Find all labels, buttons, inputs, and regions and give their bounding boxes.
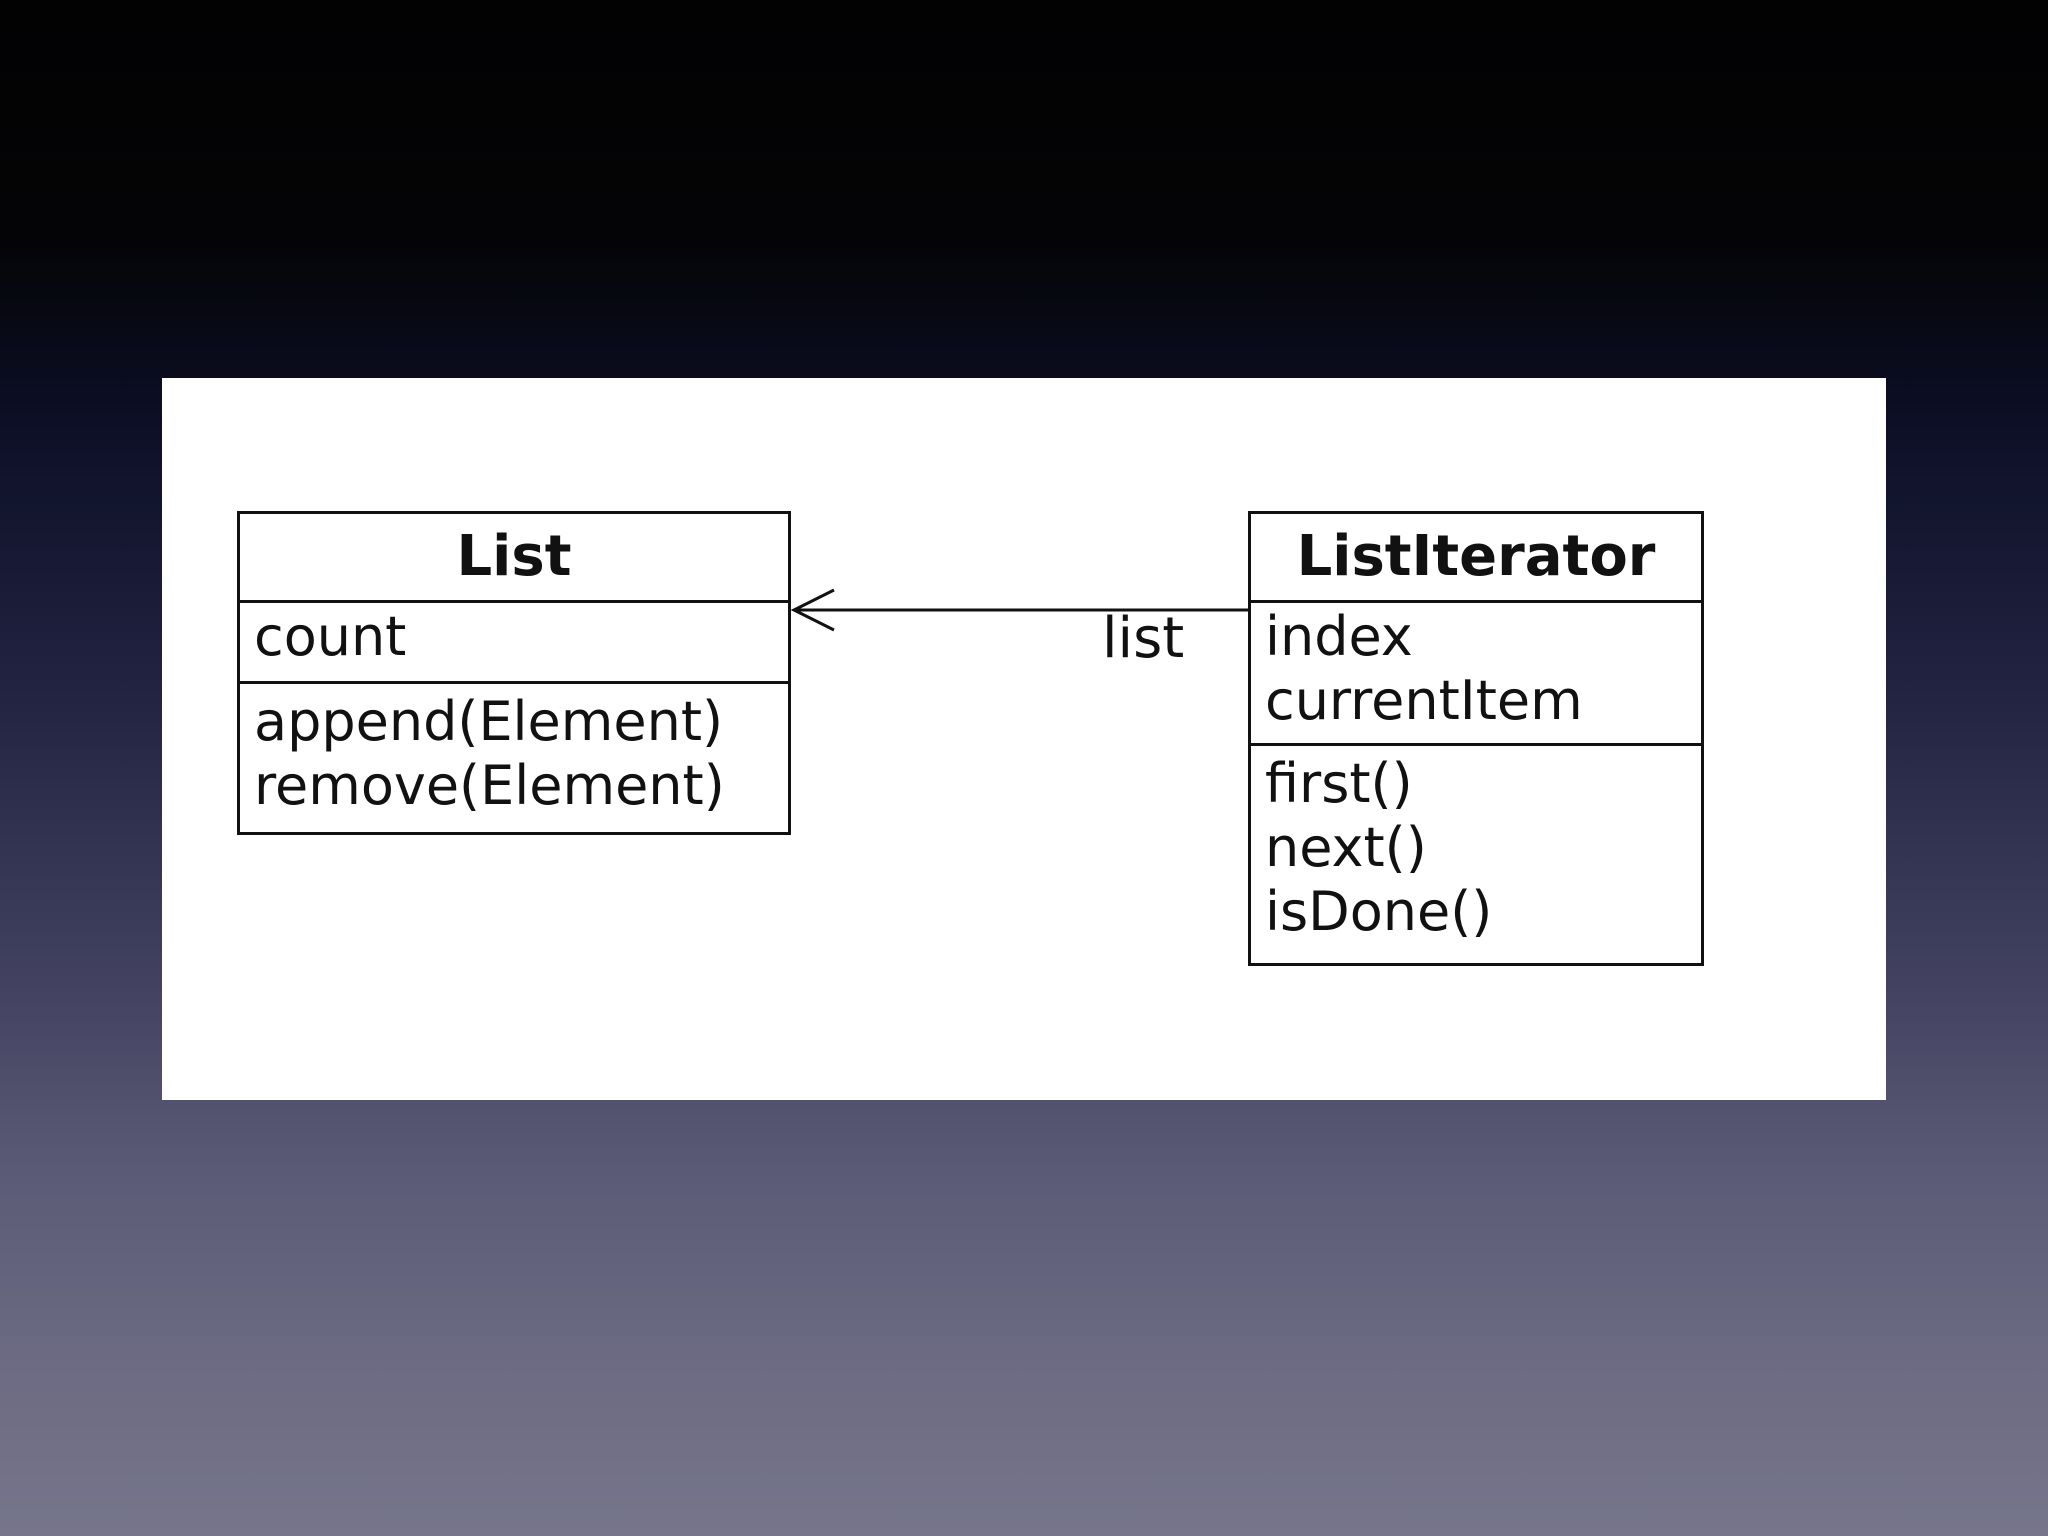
attributes-compartment: count [240, 603, 788, 681]
operation-is-done: isDone() [1265, 880, 1493, 943]
association-arrow [790, 588, 1248, 632]
diagram-canvas: list List count append(Element) remove(E… [162, 378, 1886, 1100]
operation-remove: remove(Element) [254, 754, 725, 817]
attributes-compartment: index currentItem [1251, 603, 1701, 743]
operations-compartment: first() next() isDone() [1251, 743, 1701, 944]
attribute-count: count [254, 605, 407, 668]
class-name: ListIterator [1251, 514, 1701, 603]
operations-compartment: append(Element) remove(Element) [240, 681, 788, 818]
uml-class-list-iterator: ListIterator index currentItem first() n… [1248, 511, 1704, 966]
operation-append: append(Element) [254, 690, 724, 753]
operation-next: next() [1265, 816, 1427, 879]
association-role-label: list [1102, 606, 1185, 671]
open-arrowhead [790, 588, 835, 632]
class-name: List [240, 514, 788, 603]
attribute-index: index [1265, 605, 1413, 668]
uml-class-list: List count append(Element) remove(Elemen… [237, 511, 791, 835]
operation-first: first() [1265, 752, 1413, 815]
attribute-current-item: currentItem [1265, 669, 1583, 732]
